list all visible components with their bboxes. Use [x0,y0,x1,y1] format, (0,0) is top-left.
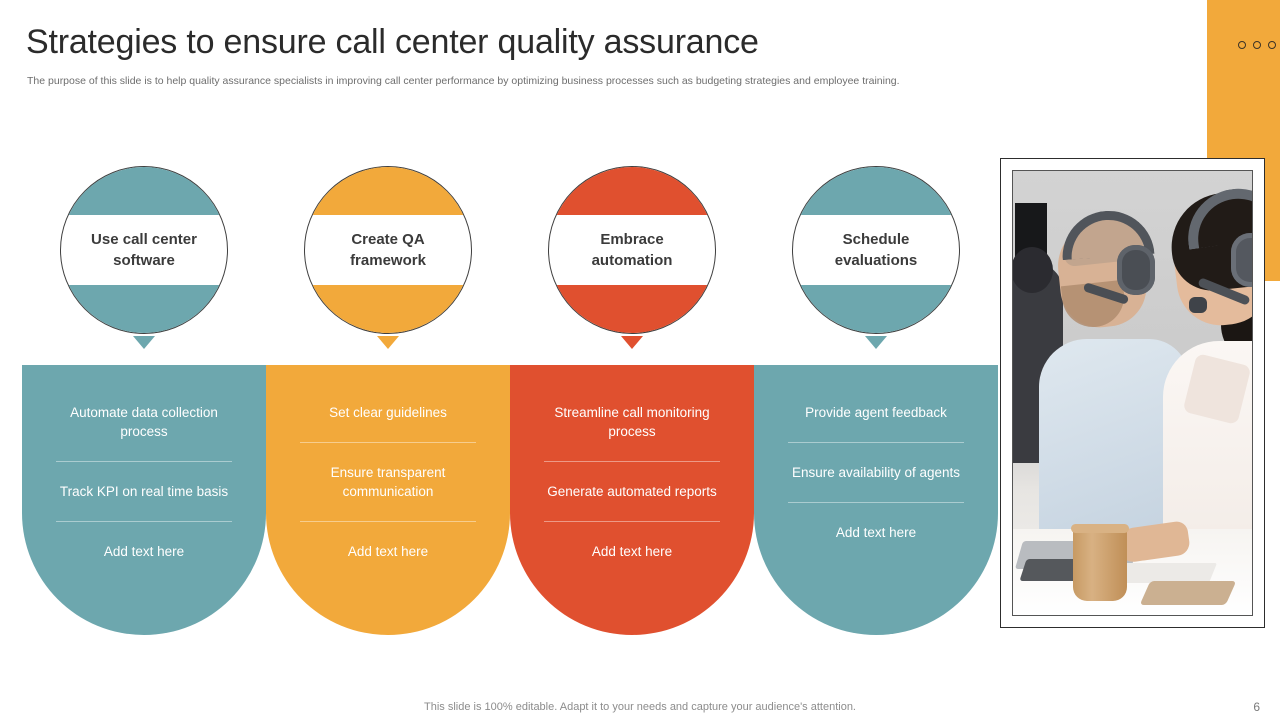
strategy-columns: Use call center software Automate data c… [0,160,1000,640]
page-number: 6 [1253,700,1260,714]
badge-band-bottom-1 [61,285,227,333]
arrow-down-icon-2 [377,336,399,349]
photo-coffee-cup-rim [1071,524,1129,533]
arrow-down-icon-1 [133,336,155,349]
strategy-card-4: Provide agent feedback Ensure availabili… [754,365,998,635]
dot-icon-3 [1268,41,1276,49]
strategy-item-2-3[interactable]: Add text here [347,544,429,559]
strategy-column-4: Schedule evaluations Provide agent feedb… [754,160,998,640]
strategy-item-3-1: Streamline call monitoring process [554,405,710,439]
badge-band-bottom-2 [305,285,471,333]
strategy-card-3: Streamline call monitoring process Gener… [510,365,754,635]
badge-band-top-4 [793,167,959,215]
strategy-item-1-2: Track KPI on real time basis [59,484,229,499]
photo-frame [1000,158,1265,628]
dot-icon-1 [1238,41,1246,49]
photo-female-headset-earcup [1231,233,1252,287]
photo-tablet [1139,581,1237,605]
strategy-item-2-2: Ensure transparent communication [330,465,446,499]
strategy-item-3-3[interactable]: Add text here [591,544,673,559]
card-divider [300,521,476,522]
strategy-item-4-1: Provide agent feedback [805,405,947,420]
dot-icon-2 [1253,41,1261,49]
strategy-badge-1[interactable]: Use call center software [60,166,228,334]
card-divider [544,461,720,462]
strategy-badge-2[interactable]: Create QA framework [304,166,472,334]
arrow-down-icon-4 [865,336,887,349]
strategy-card-1: Automate data collection process Track K… [22,365,266,635]
photo-coffee-cup [1073,527,1127,601]
strategy-item-2-1: Set clear guidelines [329,405,447,420]
strategy-item-1-1: Automate data collection process [70,405,218,439]
badge-band-top-3 [549,167,715,215]
strategy-badge-3[interactable]: Embrace automation [548,166,716,334]
card-divider [56,521,232,522]
strategy-item-4-2: Ensure availability of agents [791,465,961,480]
strategy-item-4-3[interactable]: Add text here [835,525,917,540]
strategy-column-3: Embrace automation Streamline call monit… [510,160,754,640]
strategy-badge-label-3: Embrace automation [591,230,673,270]
strategy-column-2: Create QA framework Set clear guidelines… [266,160,510,640]
footer-note: This slide is 100% editable. Adapt it to… [424,701,856,713]
card-divider [544,521,720,522]
strategy-badge-label-2: Create QA framework [350,230,426,270]
strategy-column-1: Use call center software Automate data c… [22,160,266,640]
photo-female-headset-mic-tip [1189,297,1207,313]
strategy-badge-4[interactable]: Schedule evaluations [792,166,960,334]
photo-background-person-head [1013,247,1053,293]
card-divider [788,502,964,503]
strategy-item-1-3[interactable]: Add text here [103,544,185,559]
photo-male-headset-earcup [1117,245,1155,295]
strategy-badge-label-1: Use call center software [91,230,197,270]
page-subtitle: The purpose of this slide is to help qua… [27,75,900,87]
page-title: Strategies to ensure call center quality… [26,23,759,61]
badge-band-bottom-4 [793,285,959,333]
badge-band-bottom-3 [549,285,715,333]
card-divider [300,442,476,443]
card-divider [56,461,232,462]
arrow-down-icon-3 [621,336,643,349]
three-dots-decoration [1238,39,1276,51]
call-center-agents-photo [1012,170,1253,616]
card-divider [788,442,964,443]
strategy-card-2: Set clear guidelines Ensure transparent … [266,365,510,635]
badge-band-top-2 [305,167,471,215]
badge-band-top-1 [61,167,227,215]
strategy-item-3-2: Generate automated reports [547,484,717,499]
strategy-badge-label-4: Schedule evaluations [834,230,918,270]
